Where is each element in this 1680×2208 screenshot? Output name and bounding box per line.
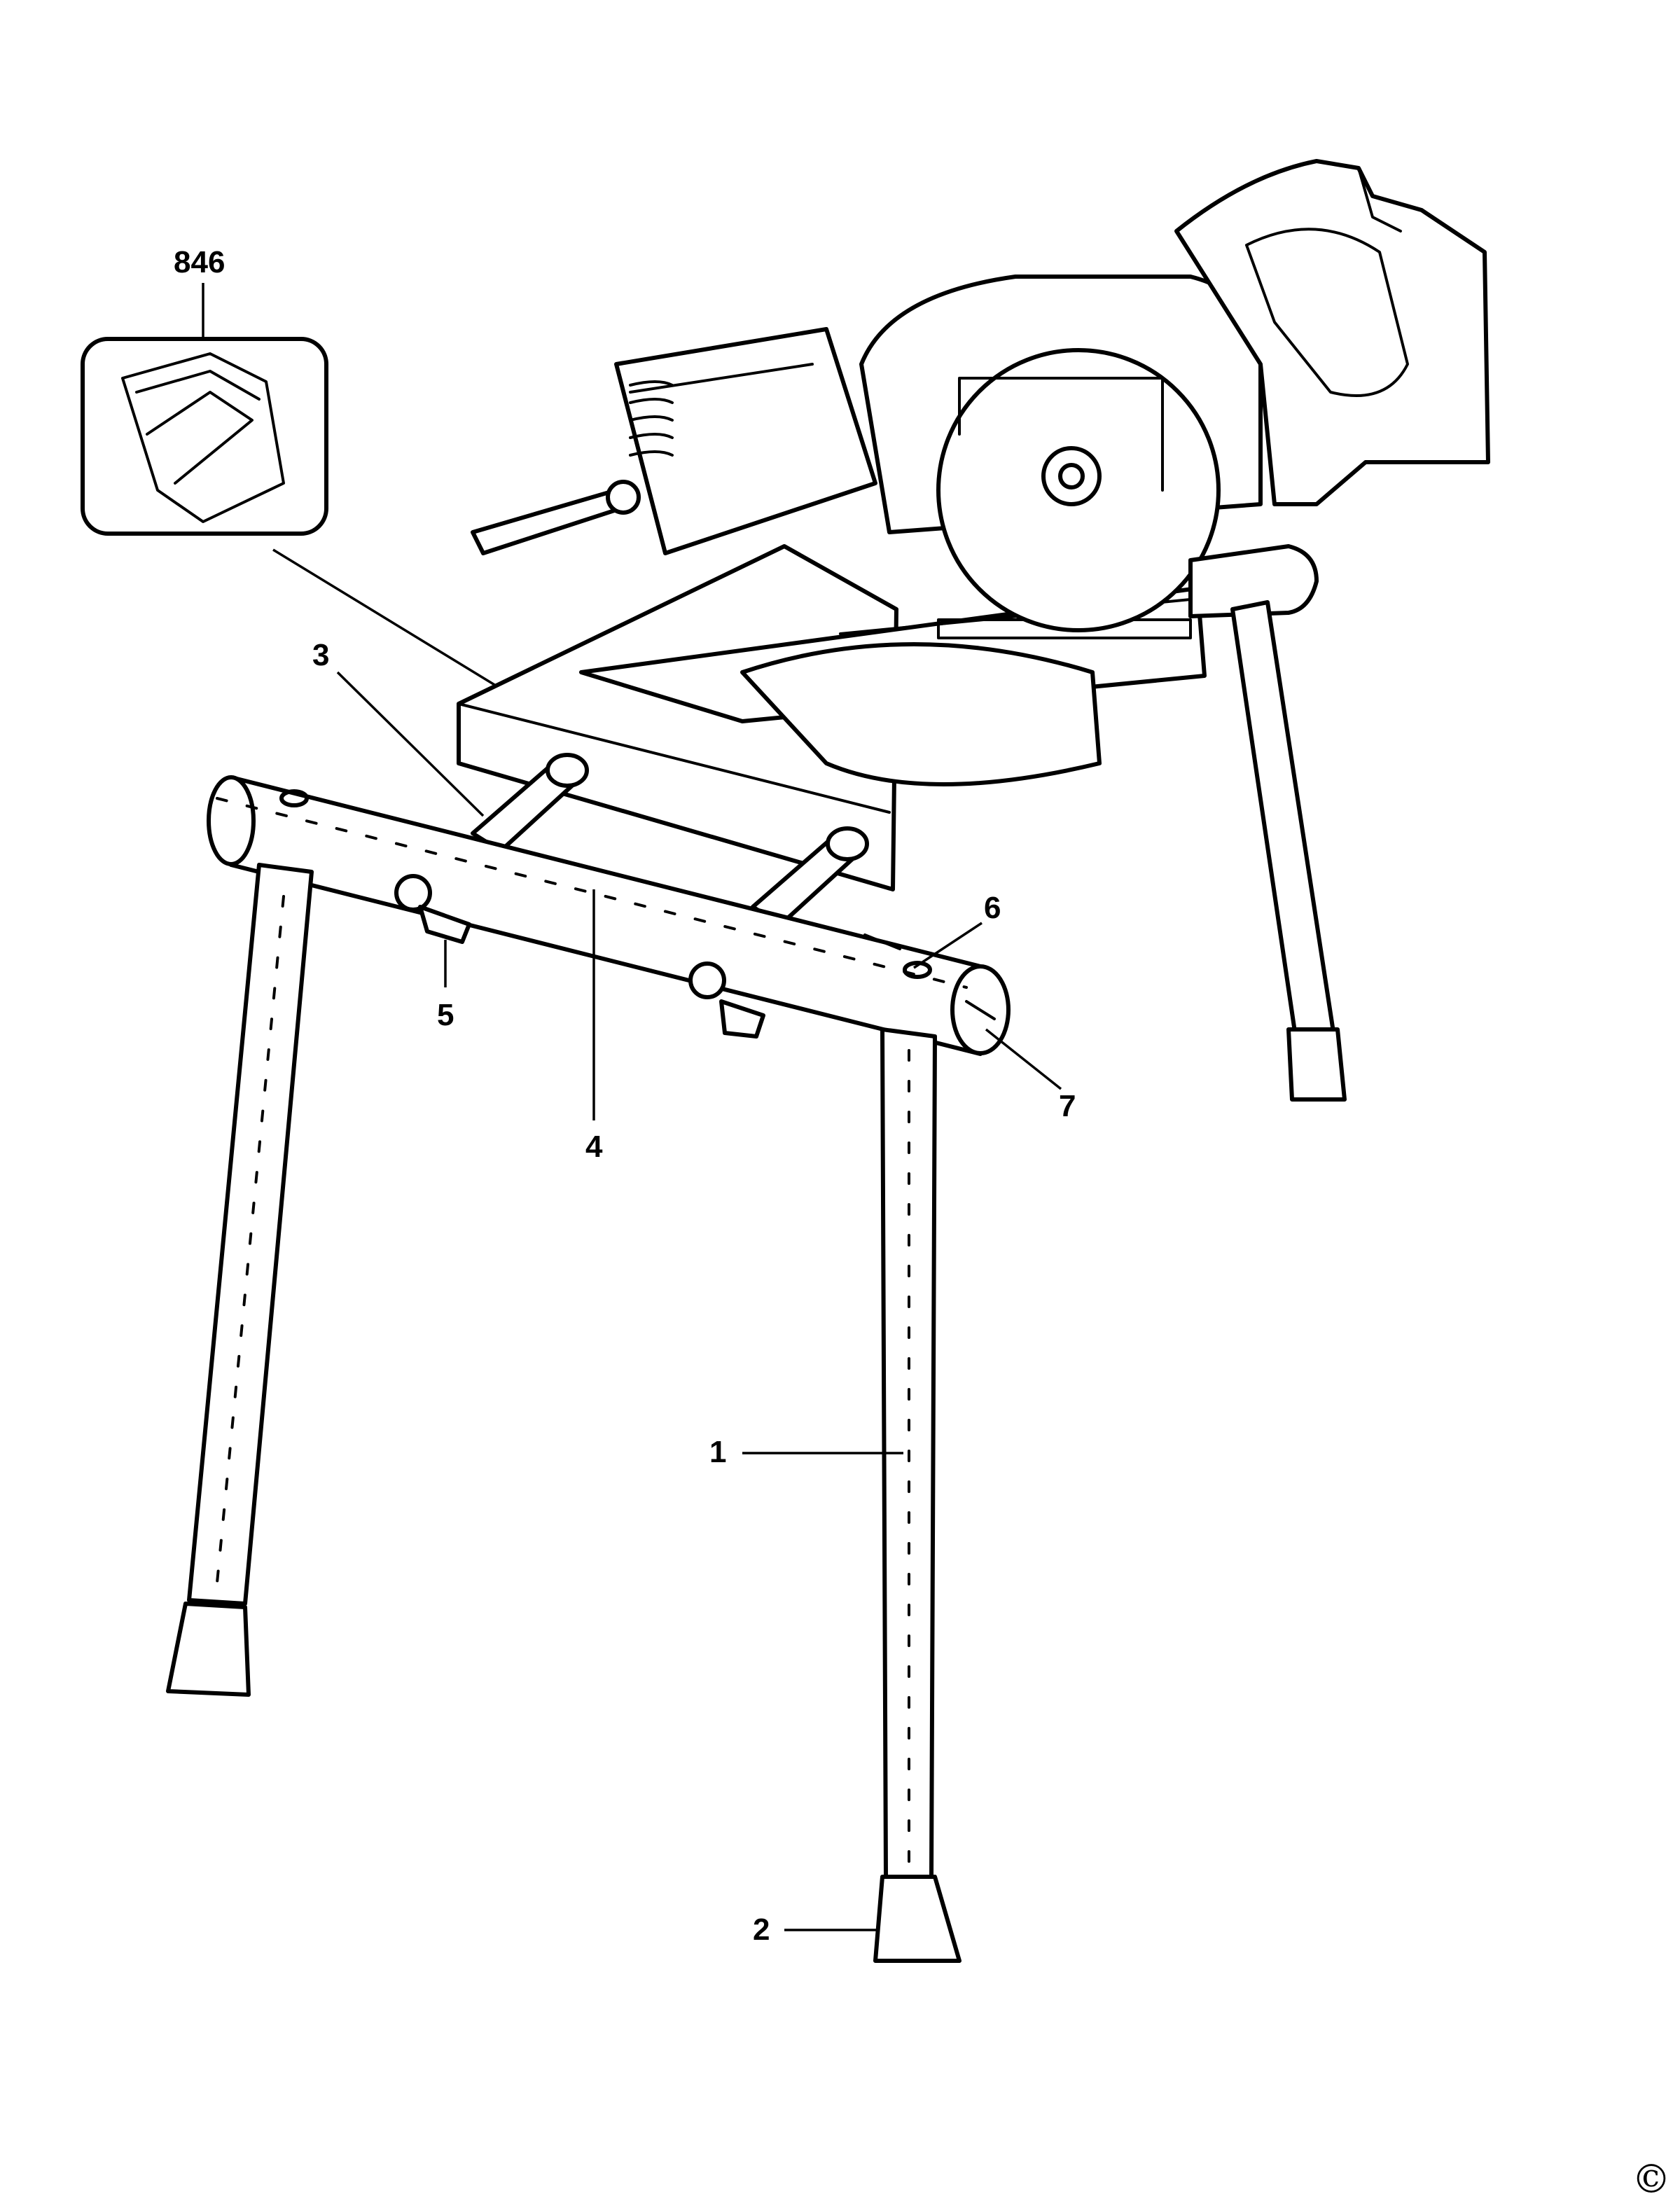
knob-right (688, 961, 765, 1039)
callout-1: 1 (709, 1435, 727, 1469)
callout-846: 846 (174, 245, 225, 279)
callout-6: 6 (984, 891, 1001, 925)
callout-5: 5 (437, 998, 454, 1032)
parts-bag-icon (121, 352, 285, 523)
stand-leg-right (873, 1027, 962, 1963)
copyright-symbol: © (1632, 2157, 1671, 2202)
mitre-saw (457, 159, 1490, 1102)
callout-2: 2 (753, 1912, 770, 1947)
leader-lines (336, 671, 1062, 1931)
stand-crossbar-assembly (207, 753, 1011, 1056)
stand-leg-left (166, 863, 314, 1697)
knob-left (394, 874, 471, 944)
callout-4: 4 (585, 1130, 603, 1164)
callout-3: 3 (312, 638, 330, 672)
callout-7: 7 (1059, 1089, 1076, 1123)
